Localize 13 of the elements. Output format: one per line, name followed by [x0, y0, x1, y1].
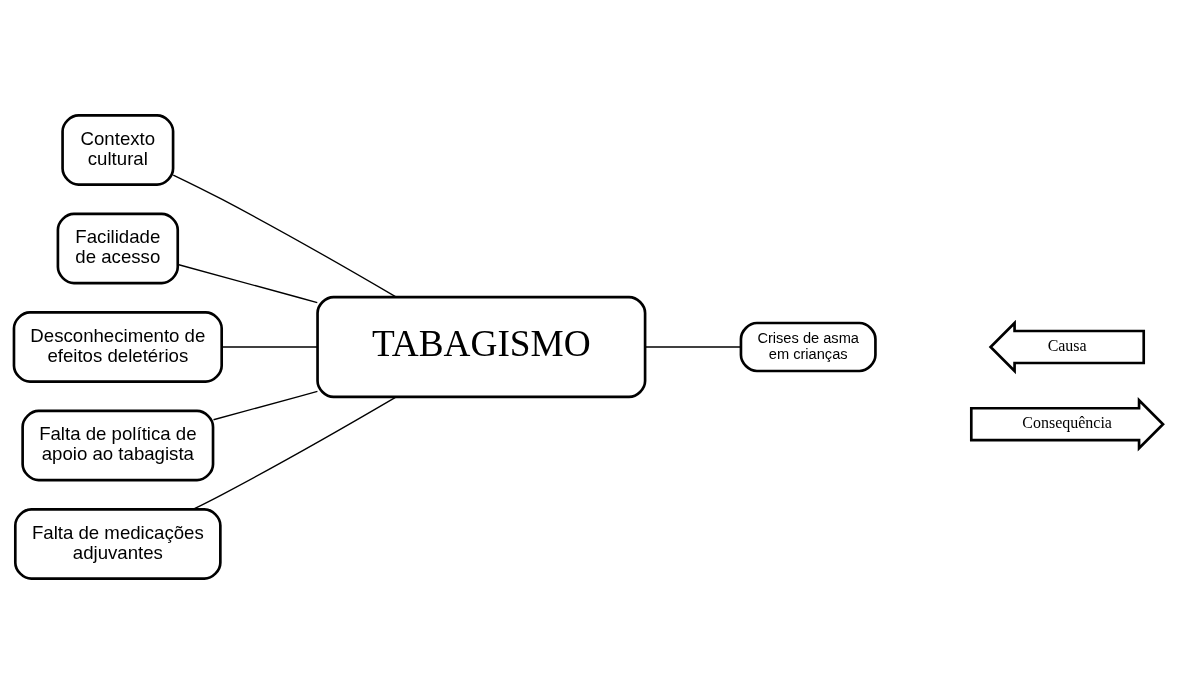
node-box: Desconhecimento de efeitos deletérios — [12, 311, 223, 383]
connector — [212, 390, 319, 421]
node-box: TABAGISMO — [316, 295, 647, 399]
connector — [644, 346, 742, 348]
connector — [177, 263, 318, 304]
node-box: Falta de medicações adjuvantes — [14, 508, 222, 580]
connector — [192, 396, 397, 511]
node-box: Facilidade de acesso — [56, 212, 180, 285]
node-box: Falta de política de apoio ao tabagista — [21, 409, 215, 482]
node-box: Crises de asma em crianças — [739, 321, 877, 373]
connector — [221, 346, 318, 348]
node-box: Contexto cultural — [61, 114, 175, 186]
connector — [172, 174, 397, 298]
